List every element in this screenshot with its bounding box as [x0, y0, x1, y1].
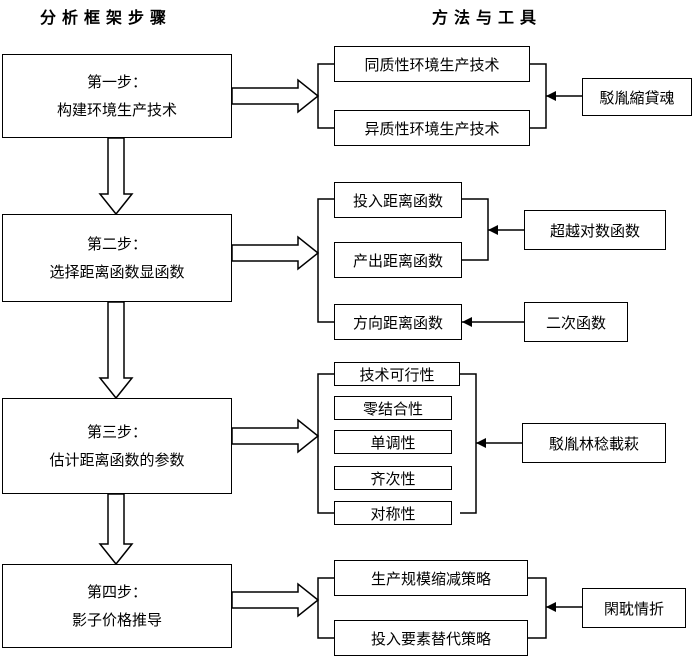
bracket-right-3: [460, 373, 477, 514]
method-monotonicity: 单调性: [334, 430, 452, 454]
arrowhead-2b: [462, 317, 472, 327]
hollow-arrow-down-1: [98, 137, 134, 216]
bracket-left-1: [317, 63, 334, 129]
step-1-box: 第一步： 构建环境生产技术: [2, 54, 232, 138]
method-null-jointness: 零结合性: [334, 396, 452, 420]
step-2-box: 第二步： 选择距离函数显函数: [2, 214, 232, 302]
bracket-right-2a: [462, 198, 489, 261]
header-analysis-steps: 分析框架步骤: [40, 8, 173, 27]
step-2-desc: 选择距离函数显函数: [49, 263, 185, 281]
bracket-right-4: [528, 577, 547, 639]
tool-group-4: 閑耽情折: [582, 588, 686, 628]
step-3-desc: 估计距离函数的参数: [49, 451, 185, 469]
step-4-desc: 影子价格推导: [71, 611, 162, 629]
arrowhead-1: [546, 91, 556, 101]
hollow-arrow-down-2: [98, 301, 134, 400]
bracket-right-1: [530, 63, 547, 129]
method-scale-reduction-strategy: 生产规模缩减策略: [334, 560, 528, 596]
hollow-arrow-down-3: [98, 493, 134, 566]
tool-quadratic-function: 二次函数: [524, 302, 628, 342]
tool-translog-function: 超越对数函数: [524, 210, 666, 250]
method-heterogeneous-technology: 异质性环境生产技术: [334, 110, 530, 146]
header-methods-tools: 方法与工具: [432, 8, 543, 27]
arrowhead-3: [476, 438, 486, 448]
method-directional-distance-function: 方向距离函数: [334, 304, 462, 340]
hollow-arrow-right-3: [231, 418, 320, 454]
step-1-desc: 构建环境生产技术: [56, 101, 177, 119]
method-technical-feasibility: 技术可行性: [334, 362, 460, 386]
tool-group-3: 駁胤林稔載萩: [522, 423, 666, 463]
step-3-title: 第三步：: [86, 423, 147, 441]
arrowhead-2a: [488, 225, 498, 235]
method-homogeneous-technology: 同质性环境生产技术: [334, 46, 530, 82]
method-homogeneity: 齐次性: [334, 466, 452, 490]
method-output-distance-function: 产出距离函数: [334, 242, 462, 278]
step-4-box: 第四步： 影子价格推导: [2, 564, 232, 648]
step-4-title: 第四步：: [86, 583, 147, 601]
tool-group-1: 駁胤縮貸魂: [582, 78, 692, 116]
step-2-title: 第二步：: [86, 235, 147, 253]
method-input-substitution-strategy: 投入要素替代策略: [334, 620, 528, 656]
bracket-left-2: [317, 198, 334, 323]
method-input-distance-function: 投入距离函数: [334, 182, 462, 218]
step-3-box: 第三步： 估计距离函数的参数: [2, 398, 232, 494]
hollow-arrow-right-4: [231, 582, 320, 618]
bracket-left-4: [317, 577, 334, 639]
hollow-arrow-right-2: [231, 235, 320, 271]
method-symmetry: 对称性: [334, 501, 452, 525]
step-1-title: 第一步：: [86, 73, 147, 91]
bracket-left-3: [317, 373, 334, 514]
hollow-arrow-right-1: [231, 78, 320, 114]
arrowhead-4: [546, 602, 556, 612]
